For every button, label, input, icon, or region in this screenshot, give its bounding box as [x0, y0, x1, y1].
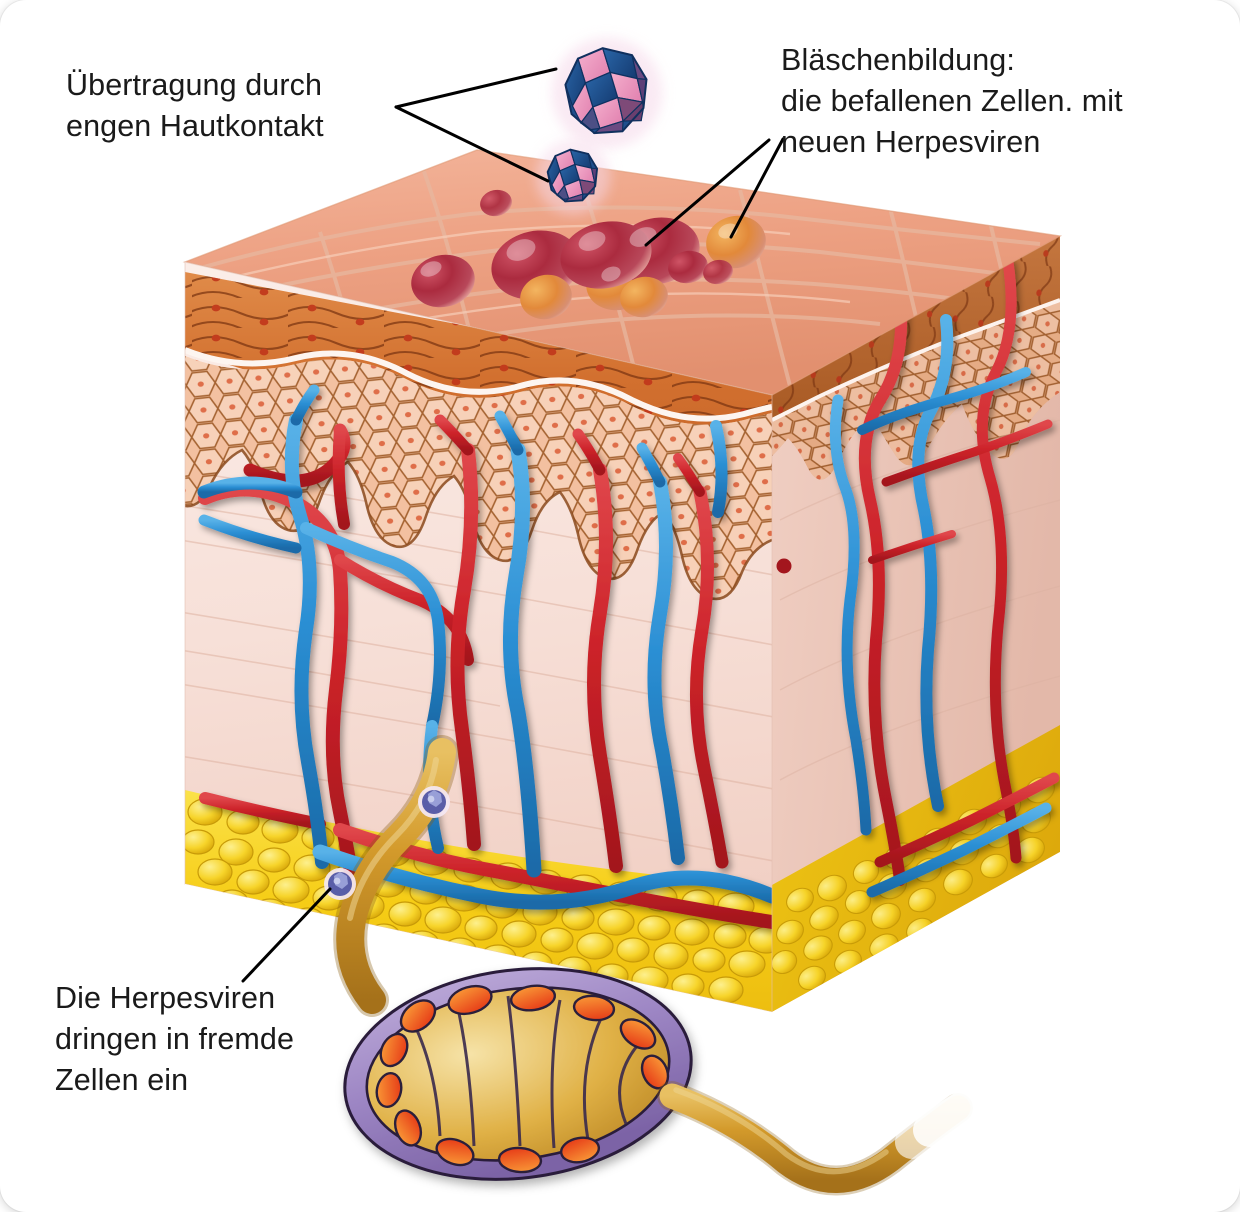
- leader-blisters-to-blister-b: [729, 137, 785, 239]
- block-front-face: [184, 261, 773, 1013]
- herpes-virus-large: [555, 41, 659, 145]
- transmission-label: Übertragung durch engen Hautkontakt: [66, 68, 324, 143]
- herpes-virus-small: [539, 143, 607, 211]
- leader-lines: [241, 67, 785, 983]
- herpes-blisters: [411, 189, 766, 320]
- leader-transmission-to-small-virus: [394, 105, 550, 183]
- leader-nerve-to-virus: [241, 887, 332, 983]
- leader-transmission-to-large-virus: [394, 67, 558, 109]
- ganglion-nuclei: [375, 984, 670, 1174]
- blood-vessels-front-face: [197, 384, 772, 929]
- leader-blisters-to-blister-a: [644, 138, 771, 247]
- vessels-right-face: [829, 256, 1060, 898]
- virus-on-nerve-upper: [418, 786, 450, 818]
- blister-formation-label: Bläschenbildung: die befallenen Zellen. …: [781, 43, 1123, 159]
- block-right-face: [772, 236, 1060, 1012]
- virus-on-nerve-lower: [324, 868, 356, 900]
- nerve-invasion-label: Die Herpesviren dringen in fremde Zellen…: [55, 981, 295, 1097]
- nerve-fibre-with-ganglion: [324, 735, 993, 1196]
